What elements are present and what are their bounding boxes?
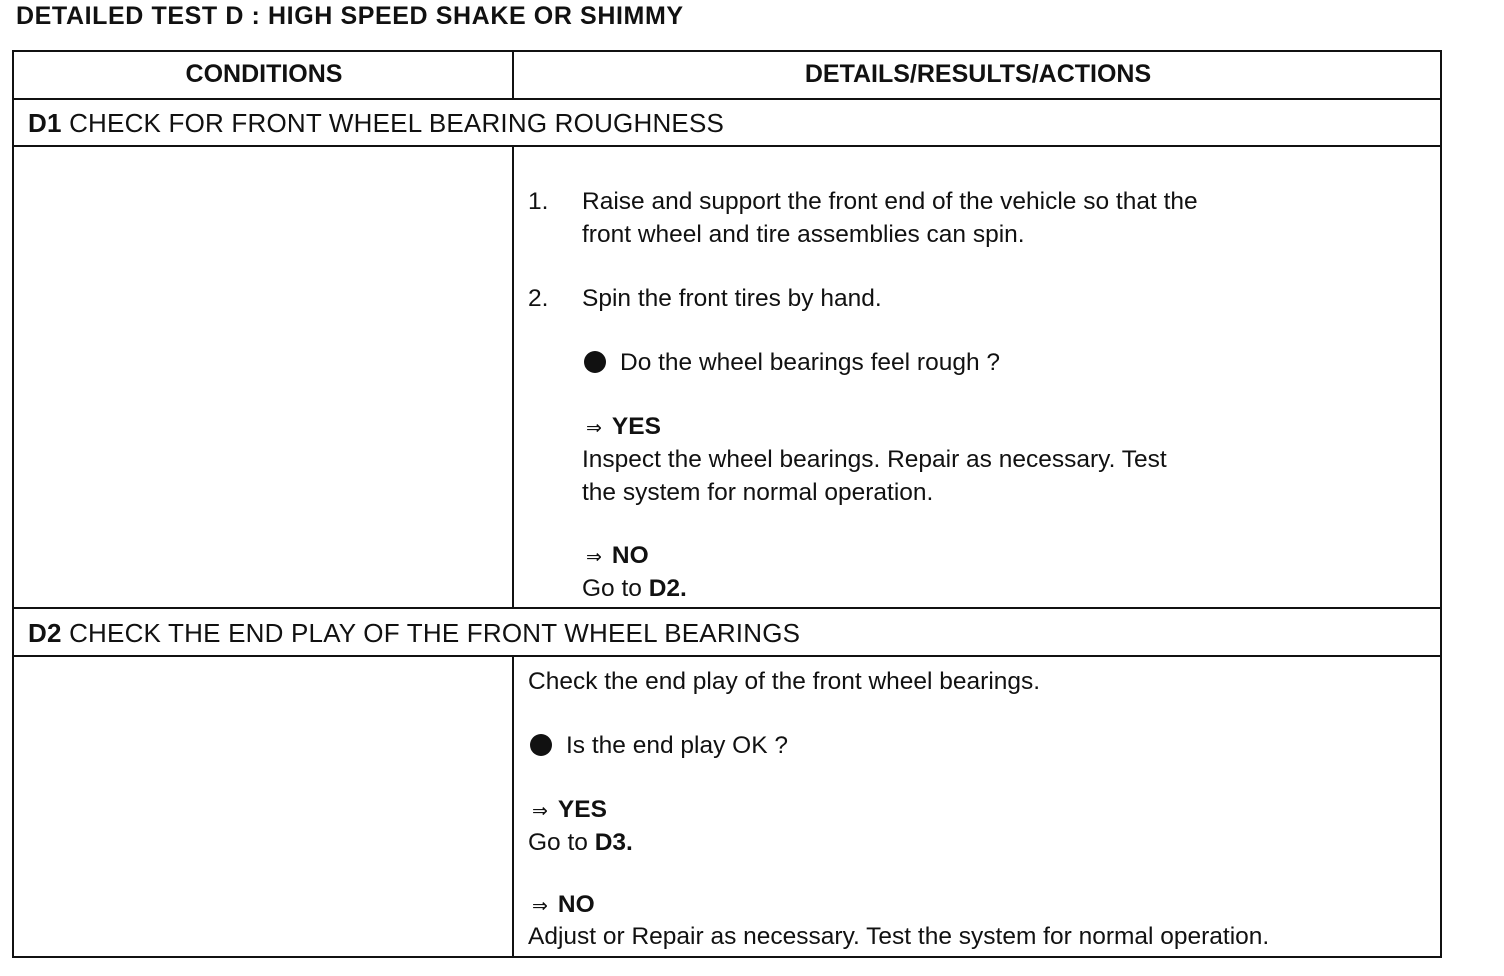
bullet-icon xyxy=(530,734,552,756)
double-arrow-icon: ⇒ xyxy=(532,801,548,822)
no-action: Adjust or Repair as necessary. Test the … xyxy=(528,923,1270,950)
yes-action-target: D3. xyxy=(594,829,633,856)
no-action: Go to D2. xyxy=(582,572,687,605)
row-divider xyxy=(14,607,1440,609)
question: Do the wheel bearings feel rough ? xyxy=(584,346,1000,379)
yes-label: YES xyxy=(611,413,661,440)
yes-action: the system for normal operation. xyxy=(582,479,934,506)
page-title: DETAILED TEST D : HIGH SPEED SHAKE OR SH… xyxy=(16,2,684,30)
no-result: ⇒ NO xyxy=(532,888,595,923)
yes-action: Inspect the wheel bearings. Repair as ne… xyxy=(582,446,1167,473)
column-divider xyxy=(512,145,514,607)
section-d1-label: CHECK FOR FRONT WHEEL BEARING ROUGHNESS xyxy=(69,108,725,138)
section-d1-code: D1 xyxy=(28,108,62,138)
yes-label: YES xyxy=(557,796,607,823)
header-divider xyxy=(512,52,514,98)
column-header-details: DETAILS/RESULTS/ACTIONS xyxy=(804,60,1152,88)
question-text: Do the wheel bearings feel rough ? xyxy=(620,349,1001,376)
no-result: ⇒ NO xyxy=(586,539,649,574)
no-action-text: Go to xyxy=(582,575,649,602)
step-number: 1. xyxy=(528,188,549,215)
yes-action: Go to D3. xyxy=(528,826,633,859)
double-arrow-icon: ⇒ xyxy=(586,547,602,568)
no-label: NO xyxy=(557,891,595,918)
section-d2-label: CHECK THE END PLAY OF THE FRONT WHEEL BE… xyxy=(69,618,801,648)
column-divider xyxy=(512,655,514,958)
double-arrow-icon: ⇒ xyxy=(586,418,602,439)
row-divider xyxy=(14,98,1440,100)
step-text: Raise and support the front end of the v… xyxy=(582,188,1198,215)
section-d2-code: D2 xyxy=(28,618,62,648)
section-d1-title: D1 CHECK FOR FRONT WHEEL BEARING ROUGHNE… xyxy=(28,108,724,139)
column-header-conditions: CONDITIONS xyxy=(185,60,343,88)
double-arrow-icon: ⇒ xyxy=(532,896,548,917)
no-label: NO xyxy=(611,542,649,569)
yes-result: ⇒ YES xyxy=(586,410,661,445)
diagnostic-table: CONDITIONS DETAILS/RESULTS/ACTIONS D1 CH… xyxy=(12,50,1442,958)
section-d2-title: D2 CHECK THE END PLAY OF THE FRONT WHEEL… xyxy=(28,618,800,649)
step-text: Check the end play of the front wheel be… xyxy=(528,668,1041,695)
question: Is the end play OK ? xyxy=(530,729,788,762)
row-divider xyxy=(14,655,1440,657)
step-text: front wheel and tire assemblies can spin… xyxy=(582,221,1025,248)
row-divider xyxy=(14,145,1440,147)
no-action-target: D2. xyxy=(648,575,687,602)
step-text: Spin the front tires by hand. xyxy=(582,285,882,312)
yes-result: ⇒ YES xyxy=(532,793,607,828)
step-number: 2. xyxy=(528,285,549,312)
yes-action-text: Go to xyxy=(528,829,595,856)
bullet-icon xyxy=(584,351,606,373)
question-text: Is the end play OK ? xyxy=(566,732,788,759)
